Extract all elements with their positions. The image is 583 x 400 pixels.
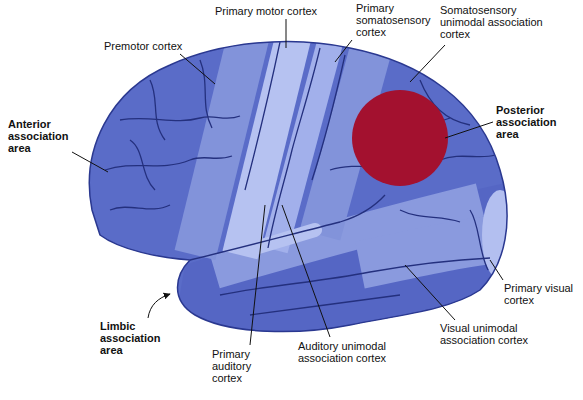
region-label: Anterior association area	[8, 118, 80, 154]
posterior-association-region	[352, 90, 448, 186]
region-label: Primary visual cortex	[504, 282, 580, 306]
brain	[89, 30, 520, 350]
region-label: Posterior association area	[496, 104, 580, 140]
region-label: Primary auditory cortex	[212, 348, 274, 384]
primary-auditory-region	[255, 230, 315, 248]
region-label: Premotor cortex	[104, 40, 199, 52]
region-label: Limbic association area	[100, 320, 180, 356]
leader-lines	[72, 19, 503, 345]
region-label: Visual unimodal association cortex	[440, 322, 552, 346]
region-label: Primary somatosensory cortex	[356, 2, 438, 38]
region-label: Somatosensory unimodal association corte…	[440, 4, 552, 40]
region-label: Auditory unimodal association cortex	[298, 340, 400, 364]
primary-visual-region	[482, 190, 518, 280]
region-label: Primary motor cortex	[215, 5, 335, 17]
brain-outline	[89, 42, 507, 332]
